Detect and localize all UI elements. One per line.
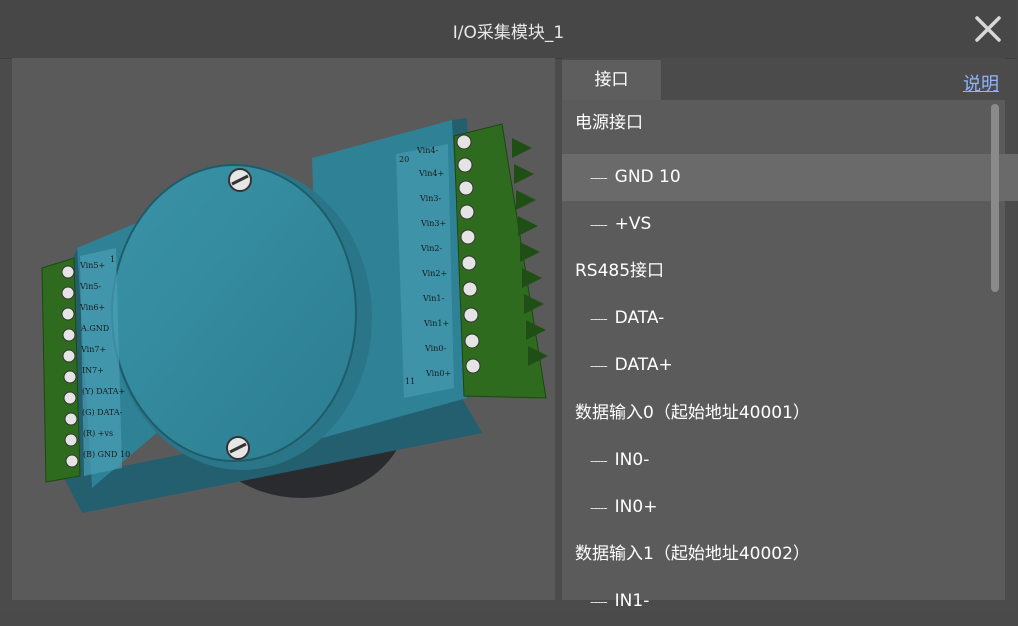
list-section-power[interactable]: 电源接口	[562, 100, 1003, 147]
list-item-label: 数据输入0（起始地址40001）	[575, 403, 810, 423]
list-section-input0[interactable]: 数据输入0（起始地址40001）	[562, 390, 1003, 437]
interface-panel: 接口 说明 电源接口 ----- GND 10 ----- +VS RS485接口 …	[562, 58, 1018, 611]
svg-text:(B) GND 10: (B) GND 10	[83, 450, 130, 459]
list-item-label: IN0-	[614, 450, 650, 470]
svg-text:Vin7+: Vin7+	[80, 345, 106, 354]
svg-text:Vin1+: Vin1+	[423, 319, 449, 328]
list-section-rs485[interactable]: RS485接口	[562, 248, 1003, 295]
left-terminal-labels: Vin5+ Vin5- Vin6+ A.GND Vin7+ IN7+ (Y) D…	[79, 255, 130, 459]
list-item-in1-minus[interactable]: ----- IN1-	[562, 578, 1018, 625]
tab-interface[interactable]: 接口	[562, 60, 661, 100]
svg-text:Vin5-: Vin5-	[79, 282, 101, 291]
list-item-label: IN0+	[614, 497, 658, 517]
tree-dash: -----	[590, 218, 608, 232]
list-item-label: GND 10	[614, 167, 681, 187]
svg-text:Vin2+: Vin2+	[421, 269, 447, 278]
svg-text:IN7+: IN7+	[82, 366, 104, 375]
tree-dash: -----	[590, 312, 608, 326]
list-item-label: DATA+	[614, 355, 673, 375]
list-item-vs[interactable]: ----- +VS	[562, 201, 1018, 248]
list-item-in0-plus[interactable]: ----- IN0+	[562, 484, 1018, 531]
interface-list: 电源接口 ----- GND 10 ----- +VS RS485接口 ----- D…	[562, 100, 1018, 611]
list-item-data-minus[interactable]: ----- DATA-	[562, 295, 1018, 342]
help-link[interactable]: 说明	[963, 74, 999, 95]
list-item-in0-minus[interactable]: ----- IN0-	[562, 437, 1018, 484]
right-terminal-labels: 20 Vin4- Vin4+ Vin3- Vin3+ Vin2- Vin2+ V…	[399, 146, 451, 386]
svg-text:A.GND: A.GND	[80, 324, 109, 333]
svg-text:Vin5+: Vin5+	[79, 261, 105, 270]
left-terminal-screws	[61, 265, 79, 468]
svg-text:20: 20	[399, 155, 409, 164]
svg-text:(Y) DATA+: (Y) DATA+	[82, 387, 125, 396]
io-module-model: Vin5+ Vin5- Vin6+ A.GND Vin7+ IN7+ (Y) D…	[41, 118, 548, 513]
svg-text:Vin3-: Vin3-	[419, 194, 441, 203]
list-item-label: 电源接口	[575, 113, 643, 133]
svg-text:Vin6+: Vin6+	[79, 303, 105, 312]
svg-text:Vin1-: Vin1-	[422, 294, 444, 303]
list-item-label: RS485接口	[575, 261, 665, 281]
tree-dash: -----	[590, 359, 608, 373]
list-item-label: 数据输入1（起始地址40002）	[575, 544, 810, 564]
list-item-label: IN1-	[614, 591, 650, 611]
list-scrollbar[interactable]	[991, 104, 999, 292]
list-item-label: DATA-	[614, 308, 665, 328]
close-button[interactable]	[973, 14, 1003, 44]
svg-text:Vin0-: Vin0-	[424, 344, 446, 353]
window-title: I/O采集模块_1	[452, 23, 565, 43]
tree-dash: -----	[590, 454, 608, 468]
list-item-gnd[interactable]: ----- GND 10	[562, 154, 1018, 201]
tree-dash: -----	[590, 171, 608, 185]
svg-text:Vin4-: Vin4-	[416, 146, 438, 155]
dialog-window: I/O采集模块_1	[0, 0, 1018, 611]
list-item-data-plus[interactable]: ----- DATA+	[562, 342, 1018, 389]
svg-text:(R) +vs: (R) +vs	[83, 429, 113, 438]
list-section-input1[interactable]: 数据输入1（起始地址40002）	[562, 531, 1003, 578]
svg-text:1: 1	[110, 255, 115, 264]
svg-text:11: 11	[405, 377, 415, 386]
svg-text:Vin2-: Vin2-	[420, 244, 442, 253]
title-bar: I/O采集模块_1	[0, 0, 1017, 59]
device-3d-viewport[interactable]: Vin5+ Vin5- Vin6+ A.GND Vin7+ IN7+ (Y) D…	[12, 58, 555, 600]
svg-text:Vin3+: Vin3+	[420, 219, 446, 228]
tree-dash: -----	[590, 595, 608, 609]
tree-dash: -----	[590, 501, 608, 515]
svg-text:(G) DATA-: (G) DATA-	[82, 408, 123, 417]
list-item-label: +VS	[614, 214, 652, 234]
svg-text:Vin0+: Vin0+	[425, 369, 451, 378]
svg-text:Vin4+: Vin4+	[418, 169, 444, 178]
right-terminal-screws	[456, 134, 481, 374]
close-icon	[975, 16, 1001, 42]
tab-bar: 接口 说明	[562, 58, 1005, 100]
